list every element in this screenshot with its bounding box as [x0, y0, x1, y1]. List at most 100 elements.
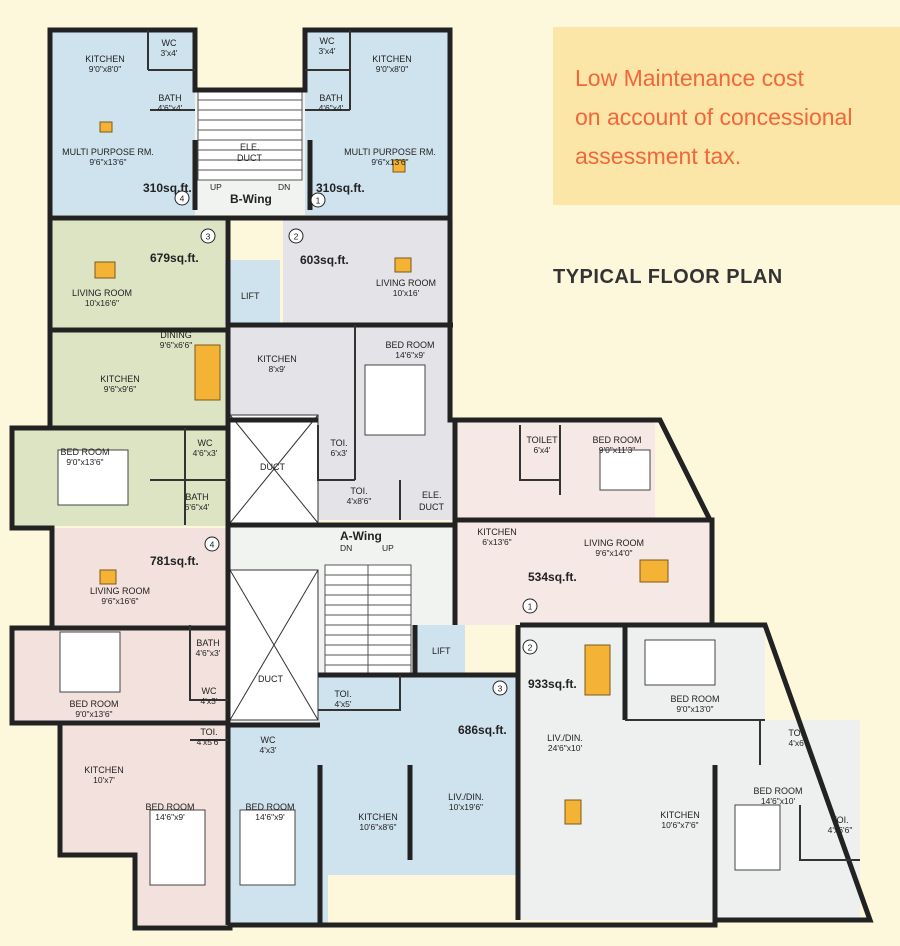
- room-name: BED ROOM: [145, 802, 194, 812]
- unit-b3-number: 3: [206, 232, 211, 242]
- unit-a2-fill-1: [520, 625, 765, 720]
- room-dimensions: 4'x8'6": [347, 496, 372, 506]
- unit-a4-number-circle: [204, 536, 220, 552]
- b-wing-dn: DN: [278, 182, 290, 192]
- room-dimensions: 6'x13'6": [482, 537, 511, 547]
- unit-b3-area: 679sq.ft.: [150, 251, 199, 265]
- unit-a3-area: 686sq.ft.: [458, 723, 507, 737]
- table-a4: [99, 569, 117, 585]
- table-a2: [564, 799, 582, 825]
- room-dimensions: 9'0"x11'3": [599, 445, 636, 455]
- inner-walls: [12, 140, 765, 925]
- room-dimensions: 10'x16'6": [85, 298, 119, 308]
- unit-b3-number-circle: [200, 228, 216, 244]
- room-dimensions: 9'6"x6'6": [160, 340, 192, 350]
- bed-b3: [57, 449, 129, 506]
- b-wing-up: UP: [210, 182, 222, 192]
- unit-b1-fill: [305, 30, 450, 215]
- room-name: TOI.: [831, 815, 848, 825]
- duct-upper-label: DUCT: [260, 462, 285, 472]
- room-name: LIVING ROOM: [90, 586, 150, 596]
- room-dimensions: 9'0"x13'6": [66, 457, 103, 467]
- room-name: WC: [261, 735, 276, 745]
- room-dimensions: 10'x19'6": [449, 802, 483, 812]
- unit-a2-area: 933sq.ft.: [528, 677, 577, 691]
- room-name: TOI.: [330, 438, 347, 448]
- room-dimensions: 4'x3': [260, 745, 277, 755]
- room-name: BATH: [196, 638, 219, 648]
- bed-a4: [59, 631, 121, 693]
- unit-b4-number-circle: [174, 190, 190, 206]
- room-dimensions: 9'0"x8'0": [89, 64, 121, 74]
- room-dimensions: 9'0"x13'6": [75, 709, 112, 719]
- beds: [57, 364, 781, 886]
- b-wing-stairs: [197, 89, 303, 181]
- bed-a3: [239, 809, 296, 886]
- room-name: KITCHEN: [85, 54, 125, 64]
- plan-title: TYPICAL FLOOR PLAN: [553, 266, 783, 288]
- room-dimensions: 10'x7': [93, 775, 115, 785]
- unit-b4-number: 4: [180, 194, 185, 204]
- unit-a3-number: 3: [498, 684, 503, 694]
- room-dimensions: 6'x4': [534, 445, 551, 455]
- room-dimensions: 24'6"x10': [548, 743, 583, 753]
- a-wing-dn: DN: [340, 543, 352, 553]
- unit-a4-number: 4: [210, 540, 215, 550]
- room-name: BATH: [185, 492, 208, 502]
- room-dimensions: 10'6"x7'6": [661, 820, 698, 830]
- room-name: BED ROOM: [245, 802, 294, 812]
- room-name: WC: [320, 36, 335, 46]
- room-dimensions: 4'x6'6": [828, 825, 853, 835]
- room-dimensions: 4'x6': [789, 738, 806, 748]
- table-b1: [392, 159, 406, 173]
- ele-b-label: ELE.: [240, 142, 260, 152]
- room-name: LIVING ROOM: [72, 288, 132, 298]
- room-name: BED ROOM: [592, 435, 641, 445]
- ele-a-label: ELE.: [422, 490, 442, 500]
- room-dimensions: 4'x5': [335, 699, 352, 709]
- room-dimensions: 4'6"x3': [196, 648, 221, 658]
- unit-b2-number-circle: [288, 228, 304, 244]
- unit-labels: 310sq.ft.4310sq.ft.1679sq.ft.3603sq.ft.2…: [143, 181, 577, 737]
- partitions: [147, 30, 860, 861]
- room-name: KITCHEN: [477, 527, 517, 537]
- dining-b3: [194, 344, 221, 401]
- room-name: DINING: [160, 330, 192, 340]
- room-dimensions: 9'6"x14'0": [595, 548, 632, 558]
- room-name: KITCHEN: [84, 765, 124, 775]
- room-name: BED ROOM: [670, 694, 719, 704]
- promo-box: Low Maintenance cost on account of conce…: [553, 27, 900, 205]
- room-dimensions: 14'6"x9': [155, 812, 185, 822]
- unit-b3-fill-1: [50, 220, 225, 330]
- bed-a4-2: [149, 809, 206, 886]
- bed-a2-2: [734, 804, 781, 871]
- unit-b1-number: 1: [316, 196, 321, 206]
- room-name: TOI.: [200, 727, 217, 737]
- unit-b1-area: 310sq.ft.: [316, 181, 365, 195]
- room-name: LIVING ROOM: [376, 278, 436, 288]
- a-lift-fill: [415, 625, 465, 675]
- promo-line-3: assessment tax.: [575, 143, 742, 169]
- room-dimensions: 4'x3': [201, 696, 218, 706]
- unit-b2-fill-3: [318, 420, 453, 520]
- bed-b2: [364, 364, 426, 436]
- unit-a3-number-circle: [492, 680, 508, 696]
- common-labels: LIFT LIFT DUCT DUCT ELE. DUCT ELE. DUCT …: [210, 142, 451, 684]
- room-dimensions: 3'x4': [161, 48, 178, 58]
- unit-a2-number-circle: [522, 639, 538, 655]
- room-dimensions: 4'x5'6": [197, 737, 222, 747]
- promo-line-1: Low Maintenance cost: [575, 65, 804, 91]
- promo-line-2: on account of concessional: [575, 104, 853, 130]
- room-name: WC: [162, 38, 177, 48]
- unit-b2-area: 603sq.ft.: [300, 253, 349, 267]
- outer-wall: [9, 27, 874, 931]
- unit-a4-area: 781sq.ft.: [150, 554, 199, 568]
- room-dimensions: 10'x16': [393, 288, 420, 298]
- bed-a2: [644, 639, 716, 686]
- room-dimensions: 9'0"x13'0": [676, 704, 713, 714]
- room-dimensions: 14'6"x9': [255, 812, 285, 822]
- room-dimensions: 9'0"x8'0": [376, 64, 408, 74]
- unit-a1-area: 534sq.ft.: [528, 570, 577, 584]
